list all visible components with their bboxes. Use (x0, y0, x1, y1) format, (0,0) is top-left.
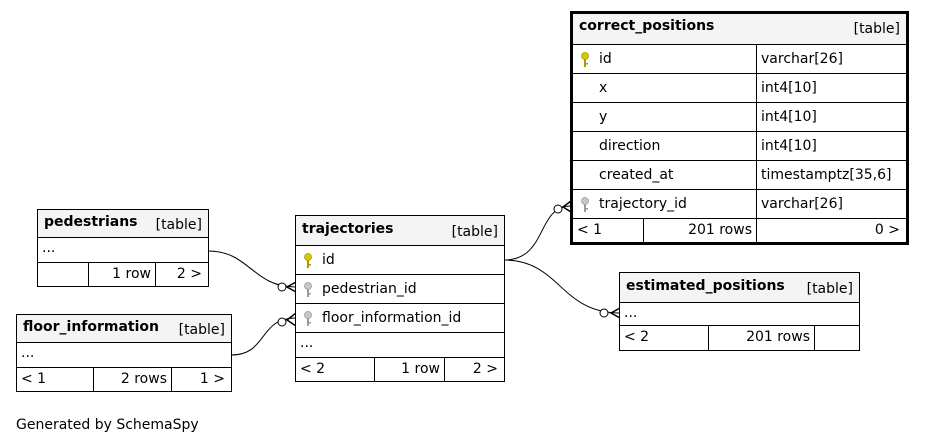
table-footer: < 2 1 row 2 > (296, 358, 504, 382)
column-name-cell: created_at (573, 161, 757, 189)
column-name: id (599, 51, 612, 67)
column-row[interactable]: floor_information_id (296, 304, 504, 333)
table-type: [table] (155, 217, 202, 233)
table-footer: < 1 2 rows 1 > (17, 368, 231, 391)
column-row[interactable]: pedestrian_id (296, 275, 504, 304)
edge-crowfoot (285, 281, 297, 293)
column-row[interactable]: y int4[10] (573, 103, 906, 132)
parents-link[interactable]: < 2 (620, 326, 709, 350)
table-correct-positions[interactable]: correct_positions [table] id varchar[26]… (570, 11, 909, 245)
column-name-cell: direction (573, 132, 757, 160)
table-name: trajectories (302, 221, 394, 237)
edge-end-circle (553, 204, 563, 214)
ellipsis-row: ... (620, 303, 859, 326)
table-trajectories[interactable]: trajectories [table] id pedestrian_id fl… (295, 215, 505, 382)
column-row[interactable]: x int4[10] (573, 74, 906, 103)
column-row[interactable]: direction int4[10] (573, 132, 906, 161)
column-type: varchar[26] (761, 51, 843, 67)
ellipsis-row: ... (17, 343, 231, 368)
generated-by-label: Generated by SchemaSpy (16, 417, 199, 433)
table-header[interactable]: trajectories [table] (296, 216, 504, 246)
table-header[interactable]: estimated_positions [table] (620, 273, 859, 303)
table-pedestrians[interactable]: pedestrians [table] ... 1 row 2 > (37, 209, 209, 287)
column-name: trajectory_id (599, 196, 687, 212)
edge-trajectories-correct-positions (503, 205, 572, 261)
children-link[interactable]: 2 > (176, 266, 202, 282)
table-floor-information[interactable]: floor_information [table] ... < 1 2 rows… (16, 314, 232, 392)
table-header[interactable]: floor_information [table] (17, 315, 231, 343)
column-type: int4[10] (761, 109, 817, 125)
column-name-cell: trajectory_id (573, 190, 757, 218)
children-link[interactable] (815, 326, 859, 350)
table-header[interactable]: pedestrians [table] (38, 210, 208, 238)
column-type: int4[10] (761, 80, 817, 96)
row-count: 2 rows (94, 368, 172, 391)
column-name-cell: id (573, 45, 757, 73)
edge-end-circle (277, 282, 287, 292)
children-link[interactable]: 0 > (874, 222, 900, 238)
column-name: id (322, 252, 335, 268)
parents-link[interactable]: < 2 (296, 358, 375, 382)
edge-crowfoot (285, 312, 297, 327)
column-name: floor_information_id (322, 310, 462, 326)
table-footer: < 2 201 rows (620, 326, 859, 350)
primary-key-icon (581, 52, 589, 67)
foreign-key-icon (581, 197, 589, 212)
parents-link[interactable]: < 1 (573, 219, 644, 243)
edge-crowfoot (609, 307, 621, 319)
table-estimated-positions[interactable]: estimated_positions [table] ... < 2 201 … (619, 272, 860, 351)
table-type: [table] (178, 322, 225, 338)
edge-trajectories-estimated-positions (503, 259, 621, 314)
column-name: y (599, 109, 608, 125)
table-name: pedestrians (44, 214, 138, 230)
table-footer: < 1 201 rows 0 > (573, 219, 906, 243)
column-name-cell: y (573, 103, 757, 131)
primary-key-icon (304, 253, 312, 268)
column-type: int4[10] (761, 138, 817, 154)
table-footer: 1 row 2 > (38, 263, 208, 286)
table-type: [table] (451, 224, 498, 240)
row-count: 1 row (89, 263, 156, 286)
ellipsis-row: ... (296, 333, 504, 358)
ellipsis-row: ... (38, 238, 208, 263)
table-name: correct_positions (579, 18, 715, 34)
column-row[interactable]: created_at timestamptz[35,6] (573, 161, 906, 190)
column-name: created_at (599, 167, 674, 183)
edge-floor-information-trajectories (230, 317, 297, 356)
columns-ellipsis: ... (21, 345, 35, 361)
foreign-key-icon (304, 282, 312, 297)
column-name: pedestrian_id (322, 281, 417, 297)
parents-link[interactable]: < 1 (17, 368, 94, 391)
foreign-key-icon (304, 311, 312, 326)
row-count: 1 row (375, 358, 445, 382)
columns-ellipsis: ... (624, 305, 638, 321)
row-count: 201 rows (709, 326, 815, 350)
column-row[interactable]: id (296, 246, 504, 275)
columns-ellipsis: ... (42, 240, 56, 256)
edge-end-circle (277, 317, 287, 327)
column-row[interactable]: trajectory_id varchar[26] (573, 190, 906, 219)
column-name: direction (599, 138, 661, 154)
row-count: 201 rows (644, 219, 757, 243)
edge-crowfoot (561, 200, 572, 213)
column-name: x (599, 80, 608, 96)
table-type: [table] (853, 21, 900, 37)
table-header[interactable]: correct_positions [table] (573, 14, 906, 45)
column-type: varchar[26] (761, 196, 843, 212)
children-link[interactable]: 2 > (472, 361, 498, 377)
table-type: [table] (806, 281, 853, 297)
table-name: estimated_positions (626, 278, 785, 294)
edge-end-circle (599, 308, 609, 318)
children-link[interactable]: 1 > (199, 371, 225, 387)
column-type: timestamptz[35,6] (761, 167, 892, 183)
columns-ellipsis: ... (300, 335, 314, 351)
column-row[interactable]: id varchar[26] (573, 45, 906, 74)
edge-pedestrians-trajectories (207, 250, 297, 288)
column-name-cell: x (573, 74, 757, 102)
table-name: floor_information (23, 319, 160, 335)
parents-link[interactable] (38, 263, 89, 286)
